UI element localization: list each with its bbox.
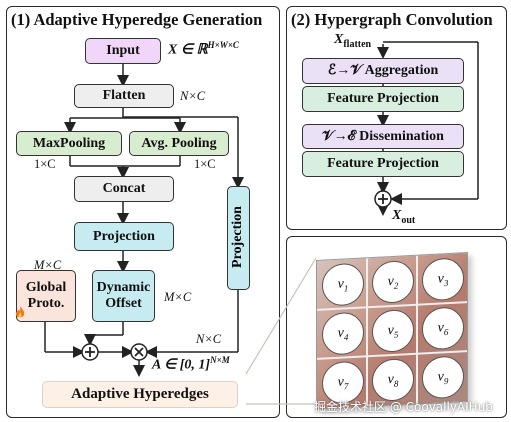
node-v7-sub: 7 bbox=[343, 380, 349, 391]
feature-projection-box-2: Feature Projection bbox=[302, 151, 464, 177]
a-matrix-sup: N×M bbox=[210, 355, 230, 365]
x-out-sub: out bbox=[401, 214, 416, 226]
x-flatten-sub: flatten bbox=[343, 38, 372, 50]
concat-box: Concat bbox=[74, 176, 174, 202]
node-v3: v3 bbox=[422, 257, 464, 302]
input-box: Input bbox=[85, 38, 161, 64]
node-v3-label: v3 bbox=[437, 270, 449, 288]
node-v9: v9 bbox=[422, 355, 464, 400]
flatten-dim-label: N×C bbox=[180, 89, 206, 103]
global-proto-box: Global Proto. bbox=[16, 270, 76, 322]
aggregation-box: ℰ→𝒱 Aggregation bbox=[302, 58, 464, 84]
grid-line-v2 bbox=[416, 255, 418, 404]
watermark-text: 掘金技术社区 @ CoovallyAIHub bbox=[314, 400, 493, 414]
hypergraph-convolution-panel bbox=[286, 6, 507, 230]
maxpooling-box: MaxPooling bbox=[16, 131, 122, 156]
feature-projection-box-1: Feature Projection bbox=[302, 86, 464, 112]
dynamic-offset-box: Dynamic Offset bbox=[92, 270, 155, 322]
node-v2-label: v2 bbox=[387, 273, 399, 291]
node-v8-sub: 8 bbox=[393, 378, 399, 389]
node-v8: v8 bbox=[372, 357, 414, 403]
left-panel-title: (1) Adaptive Hyperedge Generation bbox=[11, 10, 263, 29]
input-shape-sup: H×W×C bbox=[207, 40, 239, 50]
x-out-main: X bbox=[392, 208, 402, 223]
input-shape-math: X ∈ ℝ bbox=[168, 42, 208, 58]
side-projection-label: Projection bbox=[230, 206, 245, 268]
right-panel-title: (2) Hypergraph Convolution bbox=[291, 10, 493, 29]
a-matrix-label: A ∈ [0, 1]N×M bbox=[152, 355, 230, 374]
node-v8-label: v8 bbox=[387, 371, 399, 389]
node-v5-label: v5 bbox=[387, 322, 399, 340]
nc-label-bottom: N×C bbox=[196, 332, 222, 346]
avgpool-dim-label: 1×C bbox=[194, 157, 216, 171]
a-matrix-math: A ∈ [0, 1] bbox=[152, 357, 211, 373]
dynamic-label-line2: Offset bbox=[105, 296, 142, 311]
node-v1-label: v1 bbox=[337, 276, 349, 293]
node-v5: v5 bbox=[372, 308, 414, 354]
maxpool-dim-label: 1×C bbox=[34, 157, 56, 171]
node-v4-sub: 4 bbox=[343, 331, 349, 342]
projection-box: Projection bbox=[74, 222, 174, 251]
node-v6-sub: 6 bbox=[443, 326, 449, 337]
fire-icon bbox=[15, 306, 25, 319]
node-v4-label: v4 bbox=[337, 325, 349, 342]
patch-grid-image: v1 v2 v3 v4 v5 v6 v7 v8 v9 bbox=[316, 252, 468, 410]
mc-label-top: M×C bbox=[34, 258, 62, 272]
dissemination-box: 𝒱→ℰ Dissemination bbox=[302, 124, 464, 149]
node-v4: v4 bbox=[322, 311, 364, 356]
node-v6-label: v6 bbox=[437, 319, 449, 337]
x-flatten-label: Xflatten bbox=[334, 32, 371, 50]
global-label-line1: Global bbox=[25, 280, 67, 296]
node-v9-label: v9 bbox=[437, 368, 449, 386]
node-v7-label: v7 bbox=[337, 374, 349, 391]
node-v2-sub: 2 bbox=[393, 280, 399, 291]
node-v5-sub: 5 bbox=[393, 329, 399, 340]
node-v3-sub: 3 bbox=[443, 277, 449, 288]
x-flatten-main: X bbox=[334, 32, 344, 47]
node-v9-sub: 9 bbox=[443, 375, 449, 386]
x-out-label: Xout bbox=[392, 208, 415, 226]
dynamic-label-line1: Dynamic bbox=[96, 280, 151, 296]
node-v1: v1 bbox=[322, 262, 364, 307]
node-v2: v2 bbox=[372, 259, 414, 305]
adaptive-hyperedges-box: Adaptive Hyperedges bbox=[42, 381, 238, 408]
node-v6: v6 bbox=[422, 306, 464, 351]
global-label-line2: Proto. bbox=[27, 296, 65, 311]
input-shape-label: X ∈ ℝH×W×C bbox=[168, 40, 239, 59]
node-v1-sub: 1 bbox=[343, 282, 349, 293]
avg-pooling-box: Avg. Pooling bbox=[129, 131, 229, 156]
flatten-box: Flatten bbox=[74, 84, 174, 108]
side-projection-box bbox=[227, 186, 250, 290]
grid-line-v1 bbox=[366, 258, 368, 407]
mc-label-right: M×C bbox=[164, 290, 192, 304]
